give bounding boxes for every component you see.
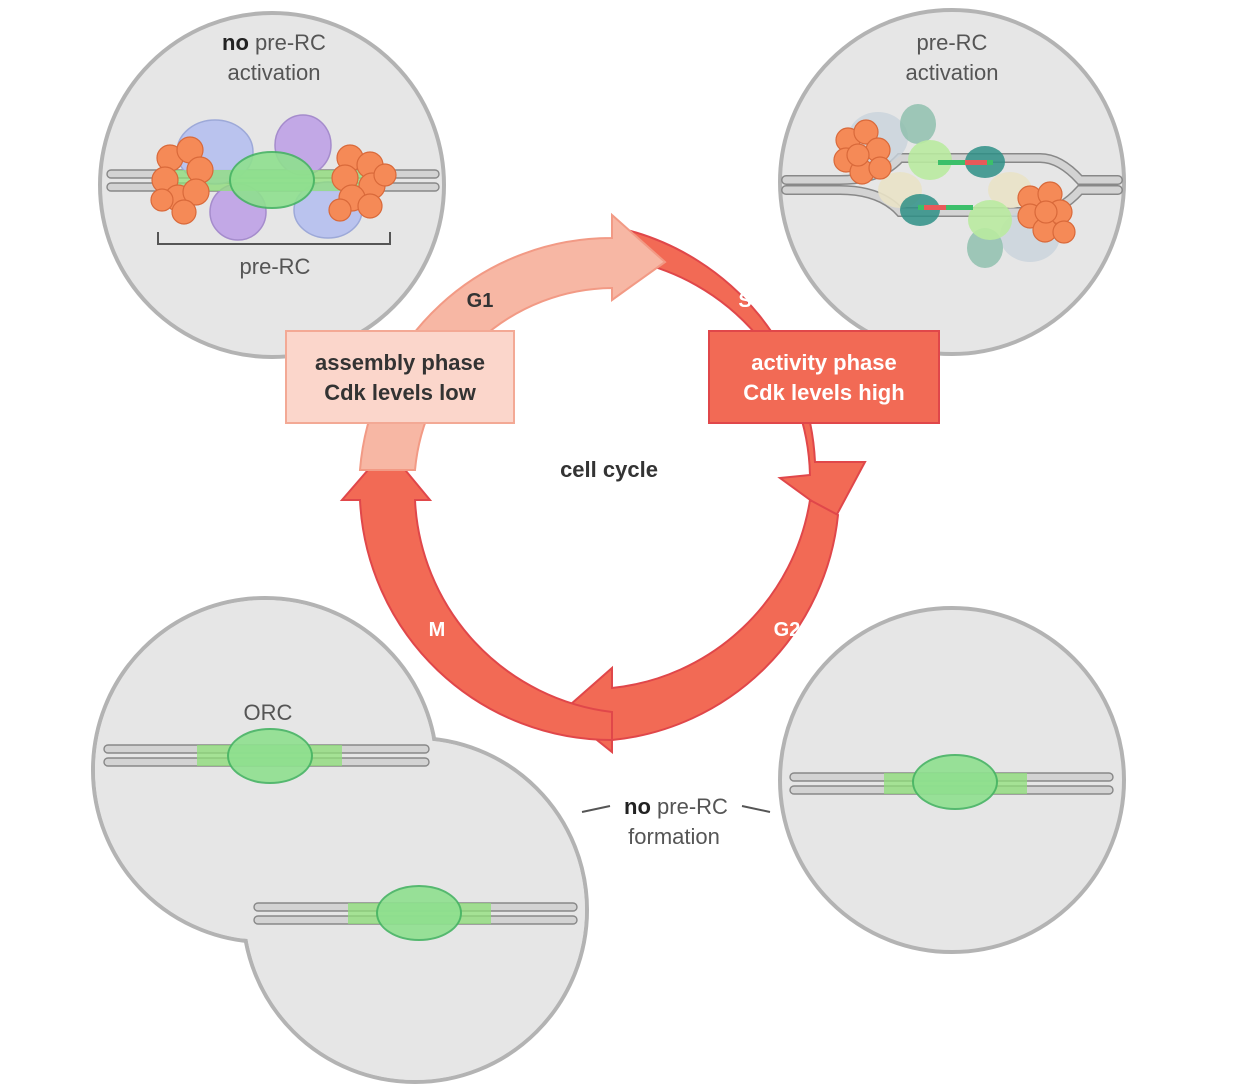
orc-on-dna-lower (253, 885, 578, 941)
activity-phase-box: activity phase Cdk levels high (708, 330, 940, 424)
top-left-title-rest: pre-RC (249, 30, 326, 55)
assembly-phase-line2: Cdk levels low (324, 380, 477, 405)
replication-bubble (781, 104, 1123, 268)
orc-on-dna-upper (103, 728, 430, 784)
no-prerc-formation-label: no pre-RC formation (581, 794, 771, 849)
top-left-title-bold: no (222, 30, 249, 55)
cell-bottom-left-dividing (91, 596, 589, 1084)
pre-rc-bracket-label: pre-RC (240, 254, 311, 279)
phase-s-label: S (738, 290, 751, 312)
top-left-title-line2: activation (228, 60, 321, 85)
cell-top-right (778, 8, 1126, 356)
cell-cycle-label: cell cycle (560, 457, 658, 482)
no-formation-rest: pre-RC (651, 794, 728, 819)
no-formation-line1: no pre-RC (624, 794, 728, 819)
cycle-arrow-g2-m (560, 498, 840, 755)
top-right-title-line1: pre-RC (917, 30, 988, 55)
no-formation-bold: no (624, 794, 651, 819)
top-right-title-line2: activation (906, 60, 999, 85)
assembly-phase-line1: assembly phase (315, 350, 485, 375)
phase-g1-label: G1 (467, 290, 494, 312)
activity-phase-line1: activity phase (751, 350, 897, 375)
cycle-arrow-m-g1 (339, 446, 613, 742)
pre-rc-complex (106, 114, 440, 245)
orc-label: ORC (244, 700, 293, 725)
phase-g2-label: G2 (774, 619, 801, 641)
no-formation-line2: formation (628, 824, 720, 849)
phase-m-label: M (429, 619, 446, 641)
top-left-title-line1: no pre-RC (222, 30, 326, 55)
orc-on-dna-g2 (789, 754, 1114, 810)
assembly-phase-box: assembly phase Cdk levels low (285, 330, 515, 424)
activity-phase-line2: Cdk levels high (743, 380, 904, 405)
